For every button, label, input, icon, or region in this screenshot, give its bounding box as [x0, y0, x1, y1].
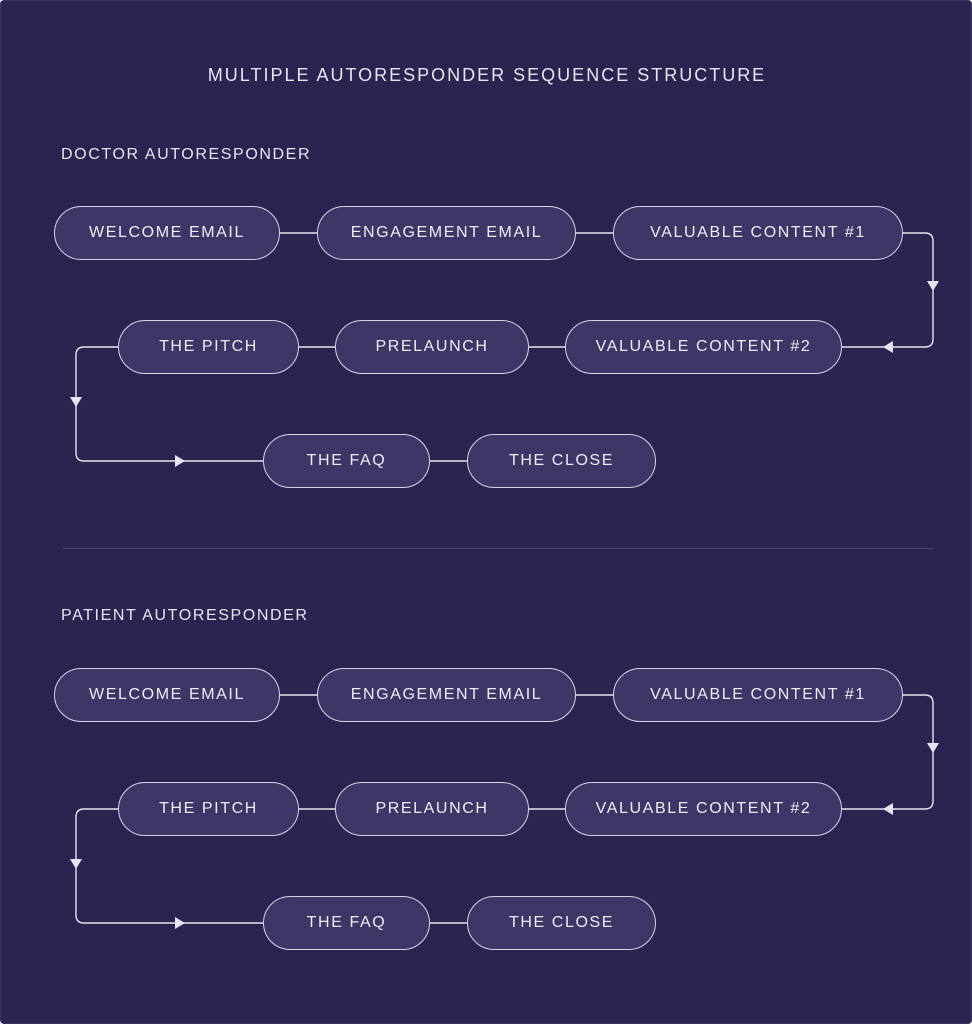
section-divider: [63, 548, 933, 549]
arrow-down-icon: [927, 743, 939, 753]
arrow-right-icon: [175, 455, 185, 467]
node-engagement-email: ENGAGEMENT EMAIL: [317, 206, 576, 260]
node-prelaunch: PRELAUNCH: [335, 320, 529, 374]
diagram-title: MULTIPLE AUTORESPONDER SEQUENCE STRUCTUR…: [207, 65, 767, 85]
node-welcome-email: WELCOME EMAIL: [54, 668, 280, 722]
node-valuable-content-2: VALUABLE CONTENT #2: [565, 320, 842, 374]
arrow-down-icon: [927, 281, 939, 291]
section-label-doctor: DOCTOR AUTORESPONDER: [61, 146, 312, 163]
node-valuable-content-2: VALUABLE CONTENT #2: [565, 782, 842, 836]
node-valuable-content-1: VALUABLE CONTENT #1: [613, 668, 903, 722]
node-engagement-email: ENGAGEMENT EMAIL: [317, 668, 576, 722]
node-prelaunch: PRELAUNCH: [335, 782, 529, 836]
arrow-down-icon: [70, 859, 82, 869]
node-the-pitch: THE PITCH: [118, 782, 299, 836]
arrow-left-icon: [883, 341, 893, 353]
node-the-pitch: THE PITCH: [118, 320, 299, 374]
node-valuable-content-1: VALUABLE CONTENT #1: [613, 206, 903, 260]
node-the-faq: THE FAQ: [263, 896, 430, 950]
section-label-patient: PATIENT AUTORESPONDER: [61, 607, 309, 624]
node-welcome-email: WELCOME EMAIL: [54, 206, 280, 260]
node-the-close: THE CLOSE: [467, 434, 656, 488]
node-the-faq: THE FAQ: [263, 434, 430, 488]
arrow-down-icon: [70, 397, 82, 407]
arrow-left-icon: [883, 803, 893, 815]
node-the-close: THE CLOSE: [467, 896, 656, 950]
arrow-right-icon: [175, 917, 185, 929]
